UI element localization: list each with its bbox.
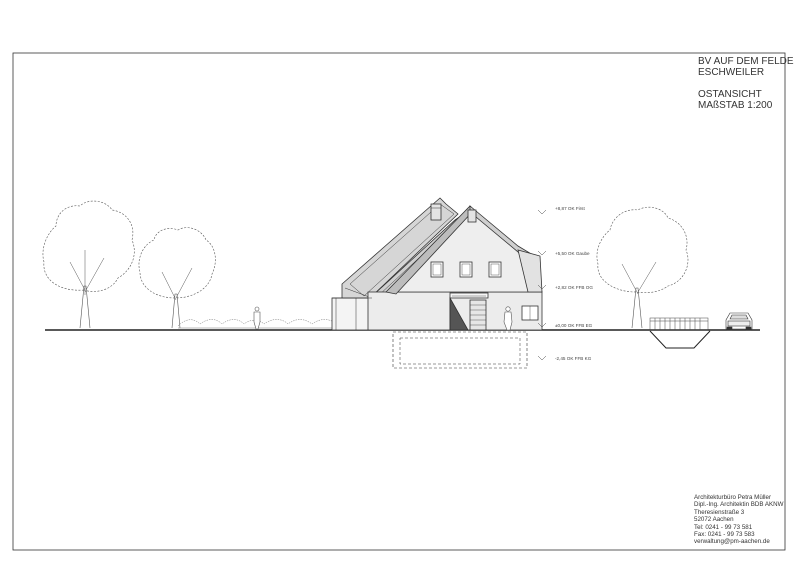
sheet-border	[12, 52, 786, 551]
drawing-scale: MAßSTAB 1:200	[698, 100, 773, 111]
level-gaube-label: +5,50 OK Gaube	[555, 251, 590, 256]
tree-left-2	[138, 227, 216, 329]
hedge	[177, 319, 353, 329]
person-figure-entrance	[503, 306, 513, 331]
car	[725, 312, 753, 331]
level-markers	[537, 209, 547, 361]
chimney-rear	[430, 203, 442, 221]
architect-office-block: Architekturbüro Petra Müller Dipl.-Ing. …	[694, 494, 783, 546]
ditch	[649, 330, 711, 349]
entrance-canopy	[449, 292, 489, 299]
level-eg-label: ±0,00 OK FFB EG	[555, 323, 593, 328]
office-title: Dipl.-Ing. Architektin BDB AKNW	[694, 501, 784, 509]
office-phone: Tel: 0241 - 99 73 581	[694, 523, 753, 531]
office-name: Architekturbüro Petra Müller	[694, 494, 772, 501]
house-elevation	[331, 197, 543, 369]
office-city: 52072 Aachen	[694, 516, 734, 524]
project-location: ESCHWEILER	[698, 67, 765, 78]
level-kg-label: -2,45 OK FFB KG	[555, 356, 592, 361]
basement-outline	[392, 331, 528, 369]
office-email: verwaltung@pm-aachen.de	[694, 538, 770, 546]
chimney-front	[467, 209, 477, 223]
fence	[649, 317, 709, 331]
tree-left-1	[42, 200, 135, 329]
project-title: BV AUF DEM FELDE	[698, 56, 794, 67]
dormer	[517, 249, 543, 293]
office-street: Theresienstraße 3	[694, 508, 745, 516]
level-first-label: +8,87 OK First	[555, 206, 585, 211]
office-fax: Fax: 0241 - 99 73 583	[694, 531, 755, 539]
view-name: OSTANSICHT	[698, 89, 762, 100]
level-og-label: +2,82 OK FFB OG	[555, 285, 593, 290]
person-figure-left	[253, 306, 261, 330]
tree-right	[596, 206, 689, 329]
title-block: BV AUF DEM FELDE ESCHWEILER OSTANSICHT M…	[698, 56, 794, 111]
rear-wing-wall	[331, 297, 373, 331]
